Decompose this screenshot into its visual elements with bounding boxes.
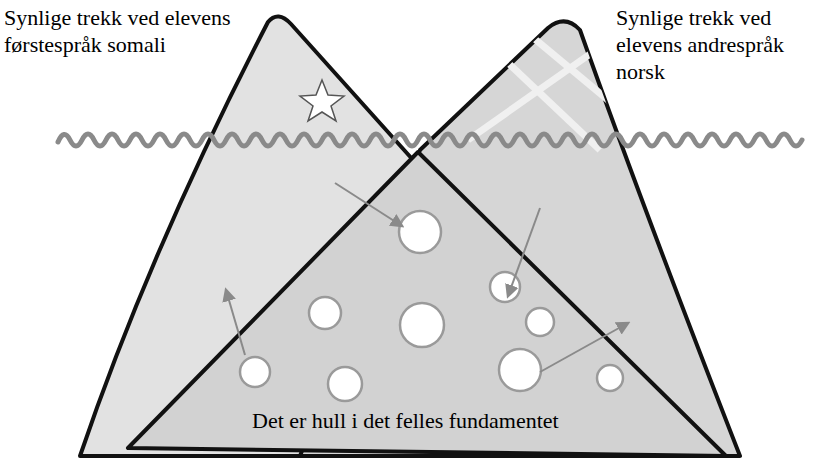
caption-label: Synlige trekk ved elevens førstespråk so… (2, 4, 234, 58)
water-line (58, 134, 802, 146)
star-symbol (300, 80, 344, 121)
caption-label: Synlige trekk ved elevens andrespråk nor… (614, 4, 814, 85)
foundation-text: Det er hull i det felles fundamentet (252, 408, 559, 434)
foundation-triangle: Det er hull i det felles fundamentet (120, 150, 730, 456)
